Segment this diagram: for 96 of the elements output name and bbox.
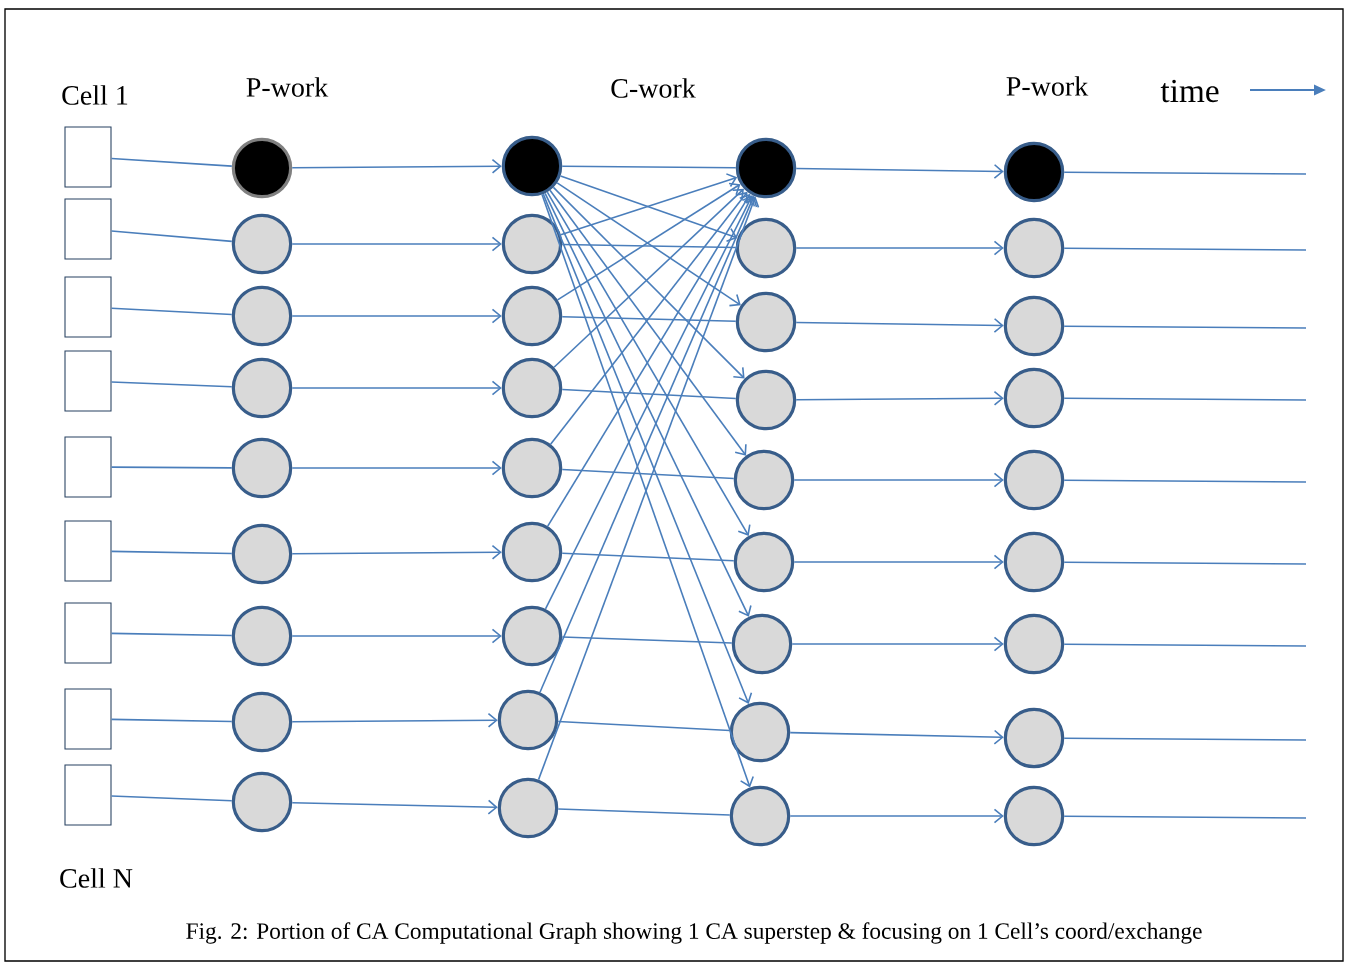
connector-line	[561, 243, 737, 249]
connector-line	[1063, 479, 1307, 483]
connector-line	[561, 315, 737, 323]
connector-line	[561, 636, 733, 644]
connector-line	[110, 307, 233, 316]
circle-node	[1003, 295, 1065, 357]
connector-line	[561, 388, 737, 400]
axis-label: P-work	[1006, 76, 1089, 96]
circle-node	[735, 369, 797, 431]
connector-line	[1063, 397, 1307, 401]
circle-node	[1003, 217, 1065, 279]
arrow	[789, 729, 1004, 745]
arrow	[291, 236, 502, 252]
arrow	[795, 163, 1004, 179]
connector-line	[561, 552, 735, 562]
axis-label: Cell N	[60, 868, 133, 888]
circle-node	[1003, 449, 1065, 511]
axis-label: C-work	[611, 78, 696, 98]
arrow	[793, 472, 1004, 488]
caption: Fig. 2: Portion of CA Computational Graph showing 1 CA superstep & focusing on 1 Cell’s coord/exchange	[186, 922, 1202, 944]
circle-node	[1003, 613, 1065, 675]
arrow	[291, 158, 502, 174]
cell-square	[64, 350, 112, 412]
arrow	[291, 380, 502, 396]
connector-line	[1063, 643, 1307, 647]
connector-line	[1063, 737, 1307, 741]
circle-node	[1003, 707, 1065, 769]
circle-node	[501, 357, 563, 419]
connector-line	[1063, 561, 1307, 565]
connector-line	[1063, 171, 1307, 175]
connector-line	[110, 157, 233, 167]
filled-circle	[501, 135, 563, 197]
circle-node	[735, 291, 797, 353]
circle-node	[733, 531, 795, 593]
connector-line	[1063, 247, 1307, 251]
circle-node	[497, 689, 559, 751]
circle-node	[231, 605, 293, 667]
circle-node	[231, 437, 293, 499]
circle-node	[231, 285, 293, 347]
circle-node	[501, 605, 563, 667]
circle-node	[231, 771, 293, 833]
circle-node	[231, 213, 293, 275]
circle-node	[735, 217, 797, 279]
circle-node	[231, 691, 293, 753]
connector-line	[561, 468, 735, 480]
circle-node	[1003, 785, 1065, 847]
connector-line	[1063, 325, 1307, 329]
circle-node	[729, 701, 791, 763]
arrow	[795, 240, 1004, 256]
circle-node	[1003, 531, 1065, 593]
arrow	[291, 544, 502, 560]
circle-node	[497, 777, 559, 839]
arrow	[789, 808, 1004, 824]
cell-square	[64, 688, 112, 750]
connector-line	[110, 550, 233, 555]
connector-line	[110, 230, 233, 243]
connector-line	[110, 632, 233, 637]
circle-node	[733, 449, 795, 511]
connector-line	[1063, 815, 1307, 819]
connector-line	[557, 720, 731, 732]
arrow	[795, 317, 1004, 333]
connector-line	[110, 466, 233, 469]
axis-label: time	[1160, 79, 1219, 103]
circle-node	[231, 523, 293, 585]
circle-node	[231, 357, 293, 419]
cell-square	[64, 198, 112, 260]
arrow	[291, 628, 502, 644]
arrow	[291, 712, 498, 728]
connector-line	[561, 165, 737, 169]
arrow	[291, 460, 502, 476]
circle-node	[501, 521, 563, 583]
circle-node	[1003, 367, 1065, 429]
cell-square	[64, 126, 112, 188]
arrow	[795, 390, 1004, 406]
axis-label: P-work	[246, 77, 329, 97]
connector-line	[557, 808, 731, 816]
cell-square	[64, 520, 112, 582]
connector-line	[110, 718, 233, 723]
circle-node	[501, 437, 563, 499]
cell-square	[64, 764, 112, 826]
connector-line	[110, 381, 233, 388]
circle-node	[729, 785, 791, 847]
cell-square	[64, 436, 112, 498]
arrow	[791, 636, 1004, 652]
arrow	[793, 554, 1004, 570]
circle-node	[731, 613, 793, 675]
filled-circle	[1003, 141, 1065, 203]
arrow	[291, 308, 502, 324]
cell-square	[64, 602, 112, 664]
connector-line	[110, 795, 233, 802]
circle-node	[501, 213, 563, 275]
arrow	[291, 799, 498, 815]
filled-circle	[231, 137, 293, 199]
filled-circle	[735, 137, 797, 199]
circle-node	[501, 285, 563, 347]
cell-square	[64, 276, 112, 338]
